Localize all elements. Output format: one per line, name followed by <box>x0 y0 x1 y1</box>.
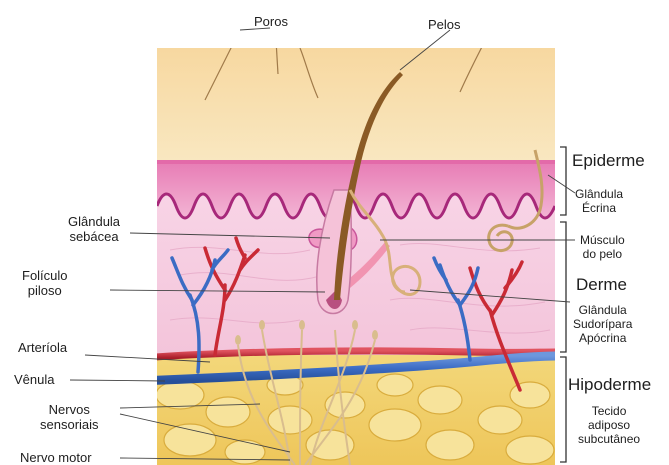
label-derme: Derme <box>576 275 627 295</box>
label-foliculo-piloso: Folículo piloso <box>22 268 68 298</box>
label-glandula-sebacea: Glândula sebácea <box>68 214 120 244</box>
layer-brackets <box>560 147 566 462</box>
label-pelos: Pelos <box>428 17 461 32</box>
label-hipoderme: Hipoderme <box>568 375 651 395</box>
label-glandula-ecrina: Glândula Écrina <box>575 187 623 215</box>
label-nervo-motor: Nervo motor <box>20 450 92 465</box>
label-musculo-pelo: Músculo do pelo <box>580 233 625 261</box>
label-arteriola: Arteríola <box>18 340 67 355</box>
skin-surface-region <box>157 48 555 160</box>
label-glandula-apocrina: Glândula Sudorípara Apócrina <box>573 303 632 345</box>
label-venula: Vênula <box>14 372 54 387</box>
label-nervos-sensoriais: Nervos sensoriais <box>40 402 99 432</box>
label-tecido-adiposo: Tecido adiposo subcutâneo <box>578 404 640 446</box>
label-epiderme: Epiderme <box>572 151 645 171</box>
label-poros: Poros <box>254 14 288 29</box>
